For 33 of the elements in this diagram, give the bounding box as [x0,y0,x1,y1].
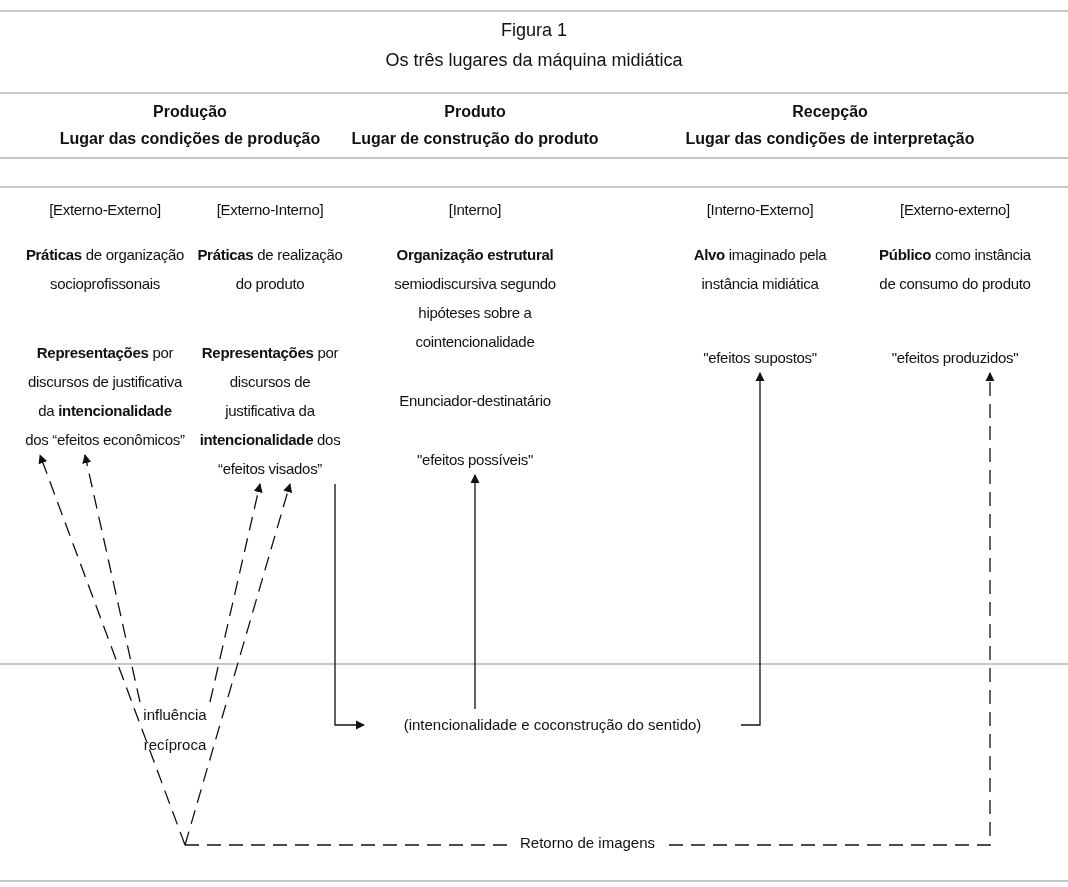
column-heading: Produção [153,103,227,121]
column-text: "efeitos supostos" [702,348,818,368]
annotation-text: influência recíproca [135,700,215,760]
column-text: Enunciador-destinatário [398,391,552,411]
arrow [184,483,293,846]
column-text: Público como instância de consumo do produto [878,245,1032,294]
column-heading: Lugar de construção do produto [351,130,599,148]
arrow [334,483,365,730]
category-tag: [Interno] [375,195,575,224]
column-heading: Lugar das condições de interpretação [685,130,975,148]
arrow [209,483,263,703]
annotation-text: (intencionalidade e coconstrução do sentido) [365,710,740,740]
column-text: Representações por discursos de justificativa da intencionalidade dos “efeitos econômicos” [25,343,185,450]
category-tag: [Interno-Externo] [690,195,830,224]
arrow [38,454,186,846]
arrow [740,372,765,726]
column-text: "efeitos produzidos" [890,348,1020,368]
column-heading: Recepção [792,103,868,121]
column-text: Alvo imaginado pela instância midiática [692,245,828,294]
column-text: Práticas de realização do produto [196,245,344,294]
column-text: "efeitos possíveis" [416,450,534,470]
category-tag: [Externo-externo] [870,195,1040,224]
column-heading: Produto [444,103,506,121]
column-text: Práticas de organização socioprofissonais [25,245,185,294]
column-text: Representações por discursos de justificativa da intencionalidade dos “efeitos visados” [198,343,342,479]
arrow [82,454,141,703]
category-tag: [Externo-Externo] [25,195,185,224]
column-text: Organização estrutural semiodiscursiva segundo hipóteses sobre a cointencionalidade [393,245,557,352]
category-tag: [Externo-Interno] [195,195,345,224]
figure-title: Figura 1 [501,20,567,41]
column-heading: Lugar das condições de produção [59,130,321,148]
figure-subtitle: Os três lugares da máquina midiática [385,50,683,71]
arrow [470,474,480,710]
